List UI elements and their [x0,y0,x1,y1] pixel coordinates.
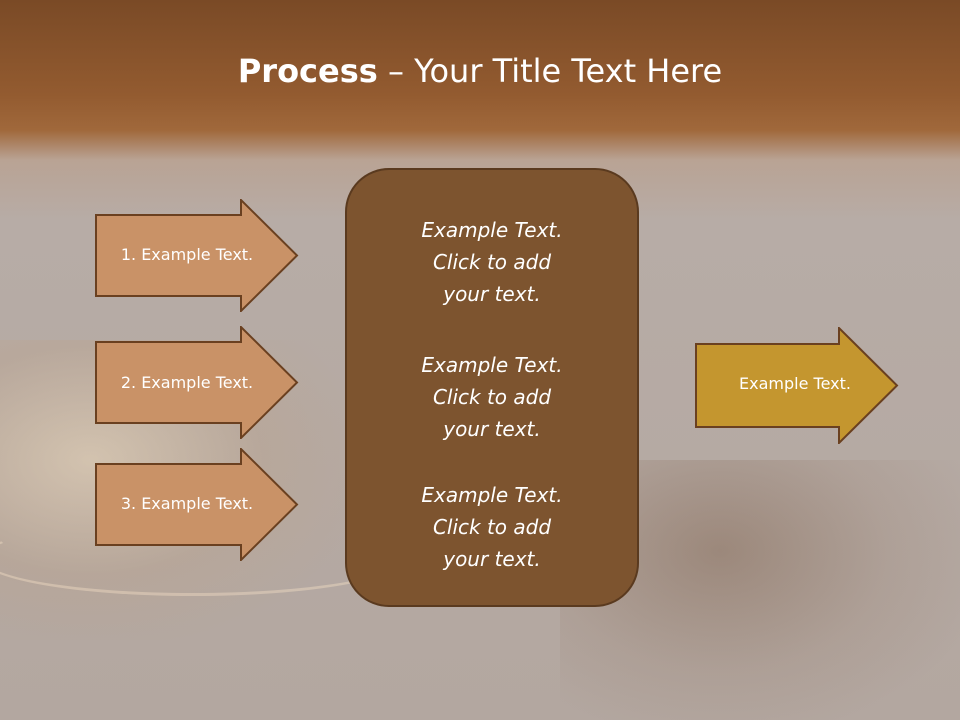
right-arrow-shape [95,448,299,561]
center-text-line: Example Text. [421,483,563,507]
center-text-block-3: Example Text. Click to add your text. [347,479,637,575]
right-arrow-shape [95,199,299,312]
right-arrow-shape [95,326,299,439]
center-text-line: your text. [443,417,541,441]
center-text-box[interactable]: Example Text. Click to add your text. Ex… [345,168,639,607]
arrow-step-2[interactable]: 2. Example Text. [95,326,299,439]
arrow-step-1[interactable]: 1. Example Text. [95,199,299,312]
title-bold: Process [237,52,378,90]
arrow-step-3-label: 3. Example Text. [120,494,254,513]
center-text-line: your text. [443,282,541,306]
arrow-step-2-label: 2. Example Text. [120,373,254,392]
center-text-line: Example Text. [421,353,563,377]
center-text-line: Click to add [432,515,552,539]
arrow-result[interactable]: Example Text. [695,327,899,444]
center-text-block-2: Example Text. Click to add your text. [347,349,637,445]
title-rest: – Your Title Text Here [377,52,723,90]
arrow-result-label: Example Text. [739,374,851,393]
arrow-step-3[interactable]: 3. Example Text. [95,448,299,561]
right-arrow-shape [695,327,899,444]
center-text-line: Click to add [432,250,552,274]
center-text-line: Example Text. [421,218,563,242]
center-text-block-1: Example Text. Click to add your text. [347,214,637,310]
center-text-line: your text. [443,547,541,571]
arrow-step-1-label: 1. Example Text. [120,245,254,264]
slide-title[interactable]: Process – Your Title Text Here [0,52,960,90]
center-text-line: Click to add [432,385,552,409]
